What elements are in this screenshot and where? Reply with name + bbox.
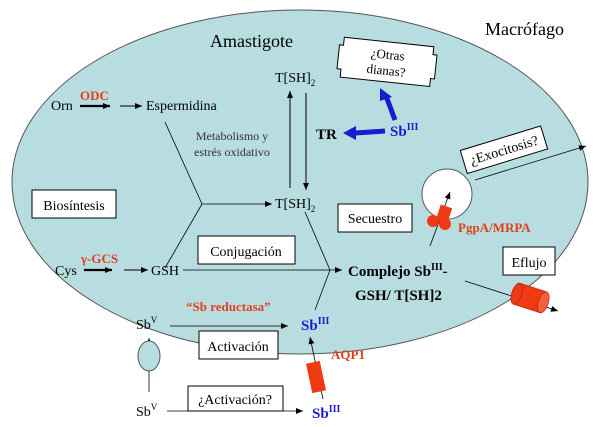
gsh-line: [164, 203, 203, 269]
activacion-q-box: [187, 385, 284, 412]
orn-label: Orn: [51, 99, 73, 114]
metabolismo-label: Metabolismo y: [196, 129, 268, 143]
amastigote-cell: [11, 9, 589, 355]
ggcs-label: γ-GCS: [80, 251, 118, 266]
conjugacion-box: [197, 235, 296, 265]
odc-label: ODC: [80, 88, 109, 103]
sb-to-dianas-arrow: [383, 95, 398, 121]
pgpa-transporter-icon: [427, 204, 453, 230]
secuestro-label: Secuestro: [348, 212, 402, 227]
macrofago-label: Macrófago: [485, 19, 564, 39]
sbv-outside: SbV: [136, 402, 158, 420]
aqp1-channel-icon: [306, 360, 326, 394]
estres-label: estrés oxidativo: [194, 145, 270, 159]
espermidina-line: [164, 121, 203, 205]
amastigote-label: Amastigote: [210, 31, 293, 51]
arrow-head: [380, 88, 392, 101]
complejo-line2: GSH/ T[SH]2: [355, 288, 442, 304]
conjugacion-label: Conjugación: [210, 245, 282, 260]
eflujo-label: Eflujo: [512, 256, 547, 271]
sb-reductasa-label: “Sb reductasa”: [186, 299, 271, 314]
sb-to-tr-arrow: [354, 128, 386, 136]
arrow-head: [343, 126, 356, 140]
tsh2-top: T[SH]2: [275, 71, 315, 88]
activacion-box: [198, 330, 279, 360]
sbiii-complex-line: [314, 269, 331, 311]
complejo-line1: Complejo SbIII-: [348, 262, 448, 280]
sb-iii-mid: SbIII: [301, 316, 329, 334]
exocytosis-arrow: [474, 145, 587, 181]
svg-text:dianas?: dianas?: [366, 61, 407, 80]
biosintesis-label: Biosíntesis: [43, 199, 104, 214]
otras-dianas-box: ¿Otras dianas?: [336, 36, 438, 88]
cys-label: Cys: [55, 264, 77, 279]
sb-iii-top: SbIII: [390, 122, 418, 140]
tr-label: TR: [316, 127, 337, 143]
aqp1-label: AQP1: [331, 347, 365, 362]
sbv-transporter-icon: [137, 340, 161, 372]
efflux-pump-icon: [510, 282, 550, 314]
pgpa-label: PgpA/MRPA: [458, 220, 531, 235]
biosintesis-box: [31, 189, 117, 219]
gsh-label: GSH: [151, 264, 179, 279]
tsh2-mid: T[SH]2: [275, 197, 315, 214]
sbv-inside: SbV: [136, 315, 158, 333]
sb-iii-outside: SbIII: [312, 404, 340, 422]
svg-text:¿Otras: ¿Otras: [370, 45, 405, 63]
tsh2-complex-line: [304, 211, 331, 271]
activacion-label: Activación: [207, 340, 268, 355]
activacion-q-label: ¿Activación?: [198, 393, 272, 408]
secuestro-box: [337, 203, 413, 233]
espermidina-label: Espermidina: [146, 99, 218, 114]
eflujo-box: [502, 246, 556, 276]
